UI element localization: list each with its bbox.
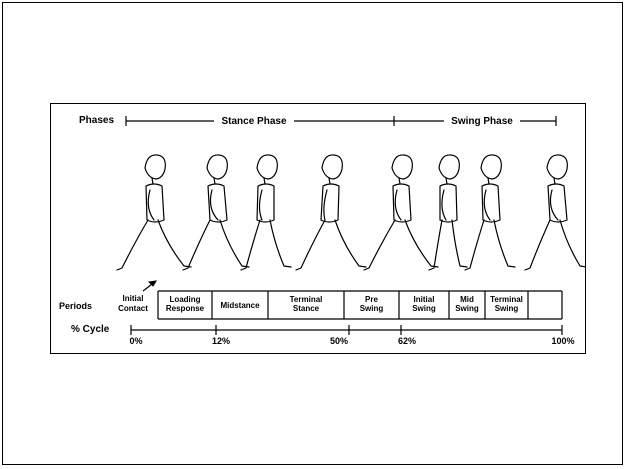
slide: Phases Stance Phase Swing Phase Periods … bbox=[2, 2, 623, 465]
cycle-tick-100: 100% bbox=[551, 336, 574, 346]
initial-contact-label-line1: Initial bbox=[123, 294, 144, 303]
cycle-tick-62: 62% bbox=[398, 336, 416, 346]
period-label-6-line2: Swing bbox=[495, 304, 519, 313]
gait-cycle-figure: Phases Stance Phase Swing Phase Periods … bbox=[50, 103, 588, 354]
cycle-axis bbox=[130, 325, 563, 335]
initial-contact-label-line2: Contact bbox=[118, 304, 148, 313]
phases-label: Phases bbox=[79, 115, 114, 126]
period-label-3-line1: Pre bbox=[365, 295, 378, 304]
stance-phase-label: Stance Phase bbox=[221, 116, 286, 127]
walking-figure-1 bbox=[116, 154, 192, 271]
walking-figure-3 bbox=[240, 154, 292, 271]
period-label-6-line1: Terminal bbox=[490, 295, 523, 304]
walking-figure-7 bbox=[464, 154, 516, 271]
initial-contact-arrow bbox=[142, 280, 157, 292]
period-label-0-line2: Response bbox=[166, 304, 205, 313]
period-label-4-line1: Initial bbox=[414, 295, 435, 304]
period-label-5-line1: Mid bbox=[460, 295, 474, 304]
cycle-tick-12: 12% bbox=[212, 336, 230, 346]
cycle-tick-50: 50% bbox=[330, 336, 348, 346]
period-label-5-line2: Swing bbox=[455, 304, 479, 313]
cycle-label: % Cycle bbox=[71, 324, 110, 335]
walking-figure-8 bbox=[524, 154, 588, 271]
period-label-4-line2: Swing bbox=[412, 304, 436, 313]
periods-label: Periods bbox=[59, 301, 92, 311]
walking-figures bbox=[116, 154, 588, 271]
period-label-1-line1: Midstance bbox=[220, 301, 260, 310]
period-label-2-line2: Stance bbox=[293, 304, 320, 313]
walking-figure-6 bbox=[428, 154, 468, 271]
swing-phase-label: Swing Phase bbox=[451, 116, 513, 127]
walking-figure-5 bbox=[363, 154, 439, 271]
walking-figure-4 bbox=[295, 154, 367, 271]
period-label-2-line1: Terminal bbox=[290, 295, 323, 304]
cycle-tick-0: 0% bbox=[129, 336, 142, 346]
walking-figure-2 bbox=[182, 154, 250, 271]
period-label-0-line1: Loading bbox=[169, 295, 200, 304]
period-label-3-line2: Swing bbox=[360, 304, 384, 313]
